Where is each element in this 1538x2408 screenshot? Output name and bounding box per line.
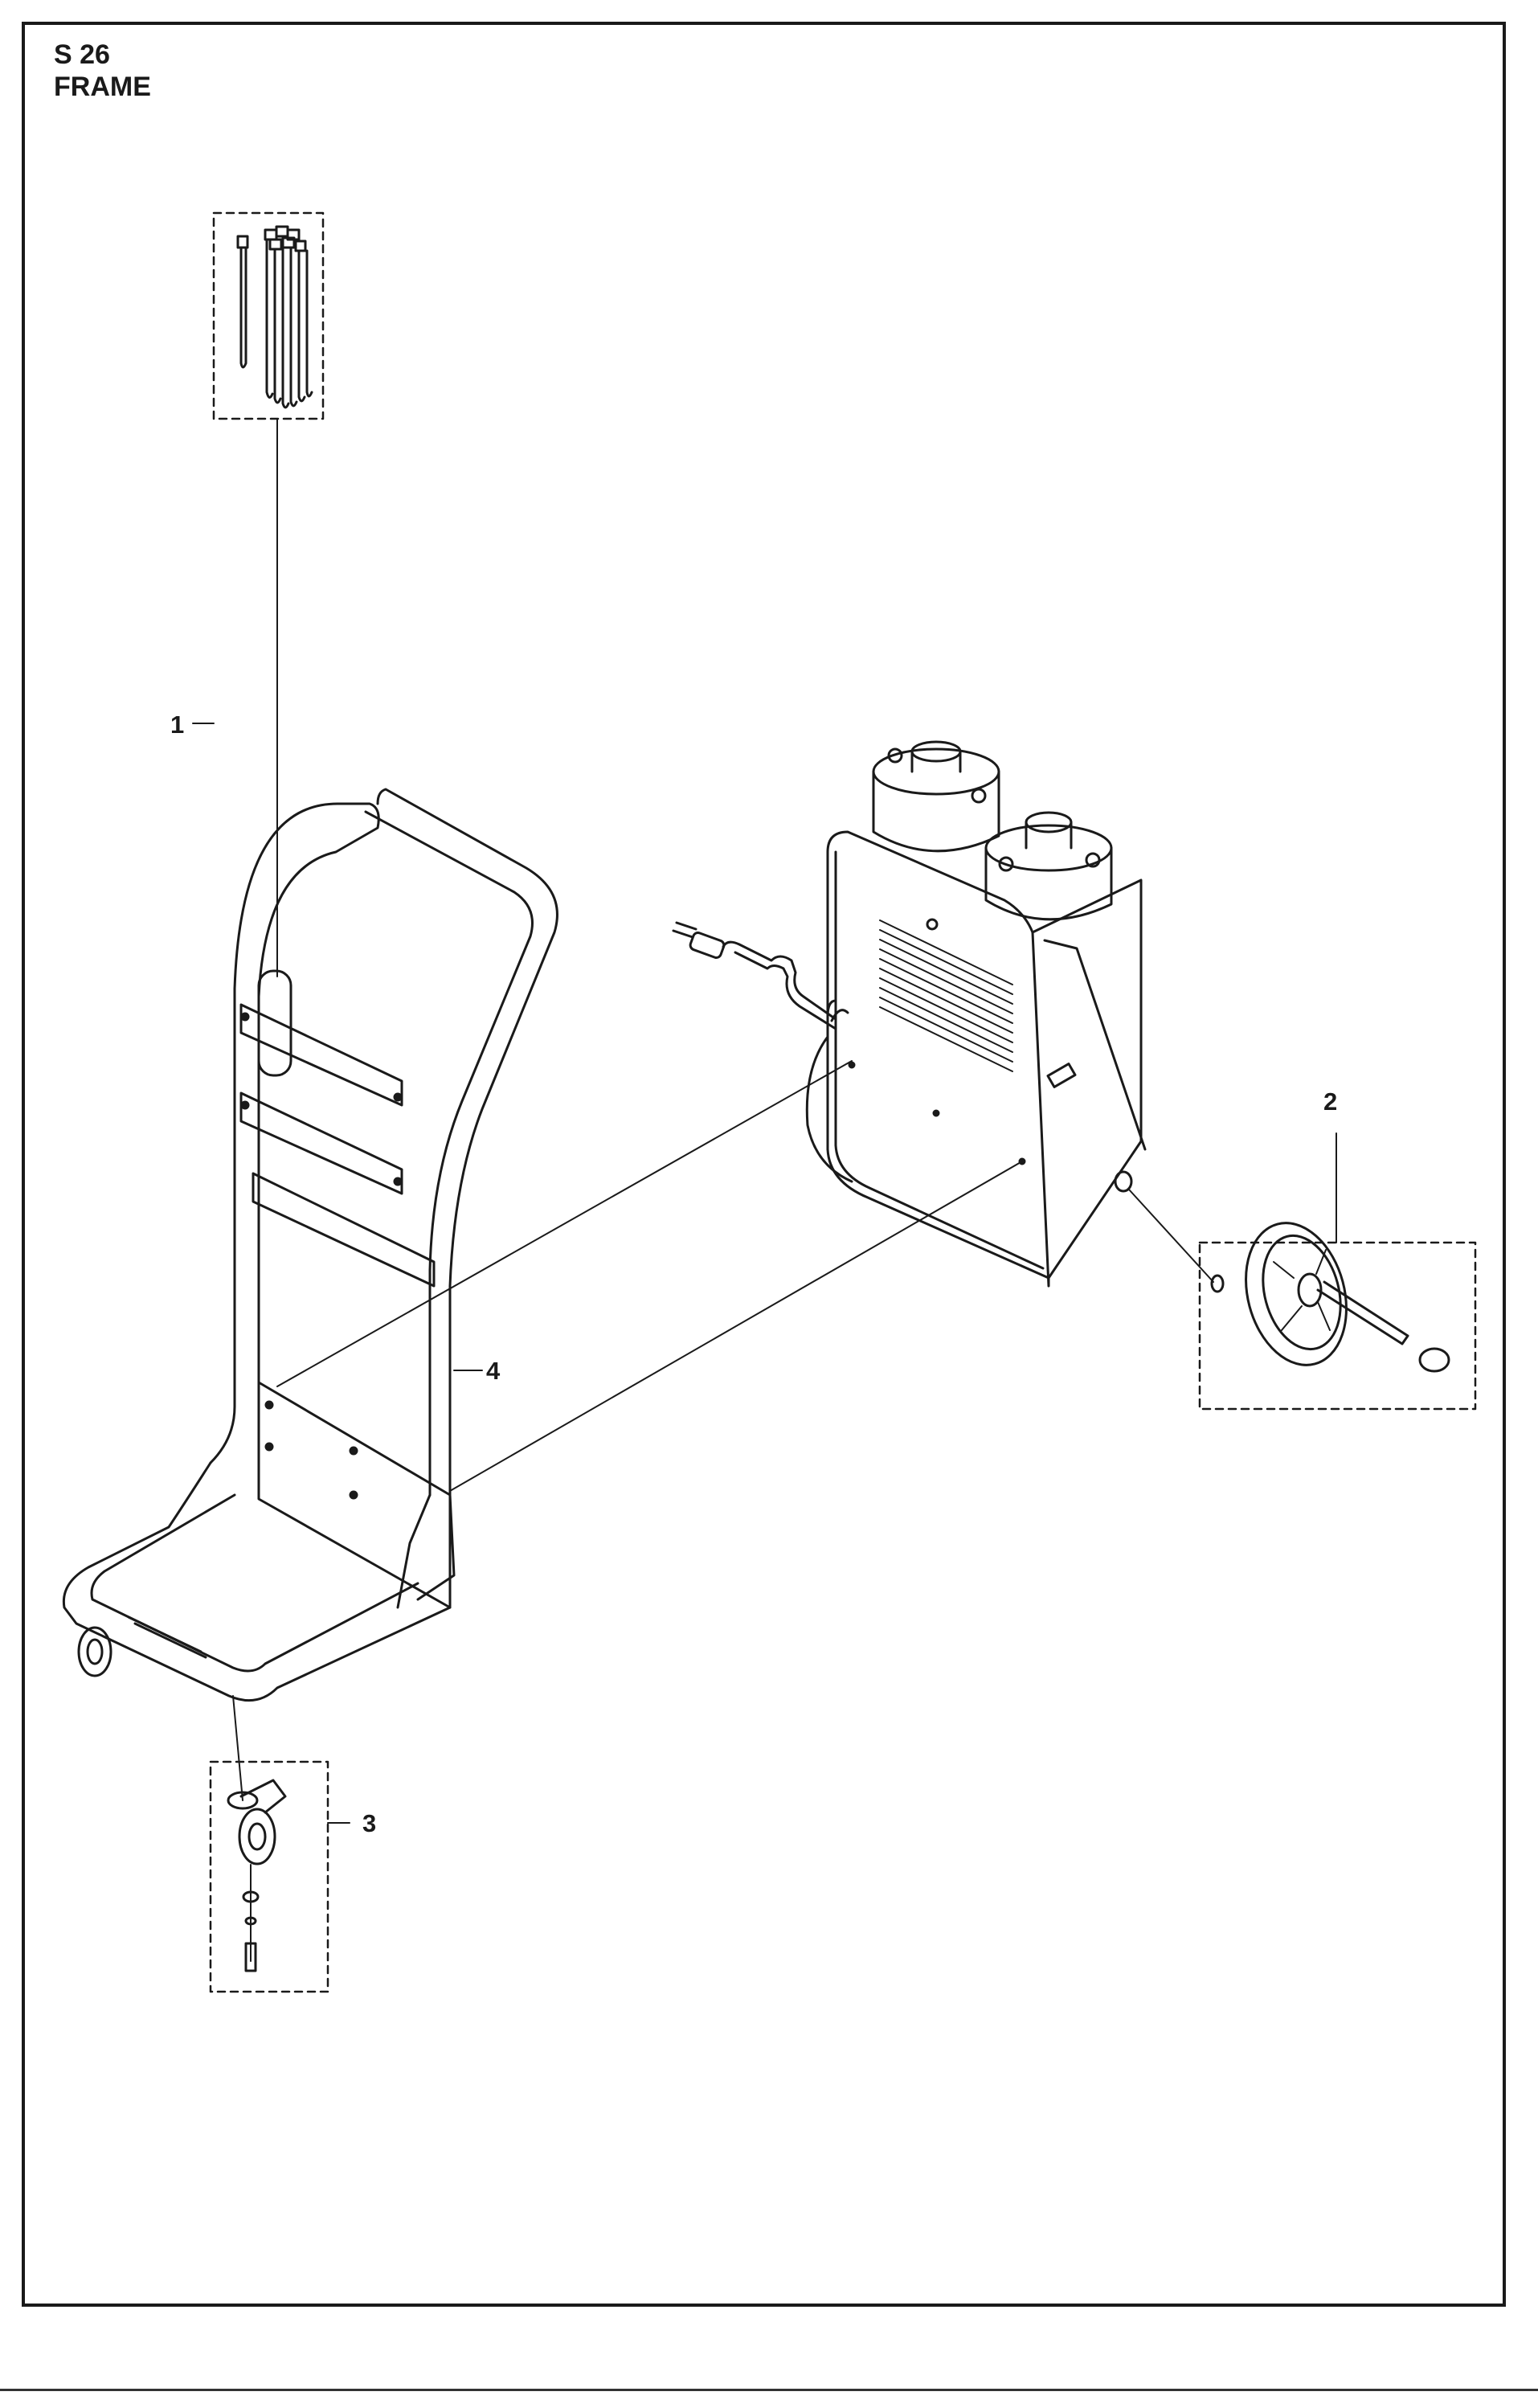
- filter-canister-right: [984, 811, 1113, 921]
- lower-bracket: [252, 1172, 436, 1288]
- caster-washer: [242, 1890, 260, 1903]
- wheel-hub: [1297, 1272, 1323, 1308]
- caster-spring-washer: [244, 1916, 257, 1926]
- caster-dashed-box: [209, 1760, 329, 1993]
- wheel-rim: [1262, 1234, 1342, 1351]
- cable-ties-group: [212, 211, 325, 420]
- rear-wheel-dashed-box: [1198, 1241, 1477, 1411]
- handle-right-inner: [364, 810, 534, 1497]
- hub-cap: [1418, 1347, 1450, 1373]
- power-cord: [672, 921, 849, 1030]
- handle-left-upright: [233, 802, 380, 998]
- cable-ties-dashed-outline: [212, 211, 325, 420]
- filter-canister-left: [872, 740, 1000, 853]
- single-tie-strap: [239, 246, 247, 369]
- mount-line-upper: [276, 1060, 853, 1387]
- callout-3: 3: [362, 1809, 377, 1837]
- wheel-axis-line: [1128, 1189, 1214, 1283]
- wheel-tire-outer: [1245, 1222, 1348, 1366]
- callout-2: 2: [1323, 1087, 1338, 1116]
- vent-grille: [879, 919, 1013, 1072]
- panel-screw: [926, 918, 939, 931]
- callout-4: 4: [486, 1357, 501, 1385]
- handle-right-upright: [376, 788, 558, 1497]
- sheet-border: [22, 22, 1506, 2307]
- section-title: FRAME: [54, 72, 151, 102]
- dust-extractor-body: [672, 740, 1147, 1288]
- mount-line-lower: [449, 1161, 1023, 1492]
- left-upright: [209, 987, 236, 1464]
- middle-bracket: [239, 1091, 403, 1195]
- holder-tube: [257, 969, 292, 1077]
- trolley-frame: [62, 788, 558, 1702]
- caster-bolt: [244, 1942, 257, 1972]
- front-caster-left: [77, 1626, 112, 1677]
- right-panel: [1031, 878, 1143, 1280]
- plug: [689, 932, 726, 959]
- side-panel: [826, 830, 1050, 1288]
- caster-group: [209, 1695, 350, 1993]
- rear-wheel-group: [1128, 1132, 1477, 1411]
- upper-bracket: [239, 1003, 403, 1107]
- section-code: S 26: [54, 39, 110, 70]
- single-tie-head: [236, 235, 249, 249]
- tie-bundle: [264, 225, 313, 409]
- axle-stub: [1114, 1170, 1133, 1193]
- axle-bolt: [1316, 1280, 1409, 1345]
- base-tray-outer: [62, 1461, 452, 1702]
- caster-plate: [227, 1791, 259, 1810]
- caster-wheel: [238, 1808, 276, 1865]
- lower-drum: [805, 1035, 853, 1183]
- label-plate: [1046, 1063, 1077, 1088]
- callout-1: 1: [170, 711, 185, 739]
- tray-handle-slot: [127, 1616, 202, 1653]
- footer-rule: [0, 2389, 1538, 2391]
- washer: [1210, 1274, 1225, 1293]
- page-header: S 26 FRAME: [54, 39, 151, 103]
